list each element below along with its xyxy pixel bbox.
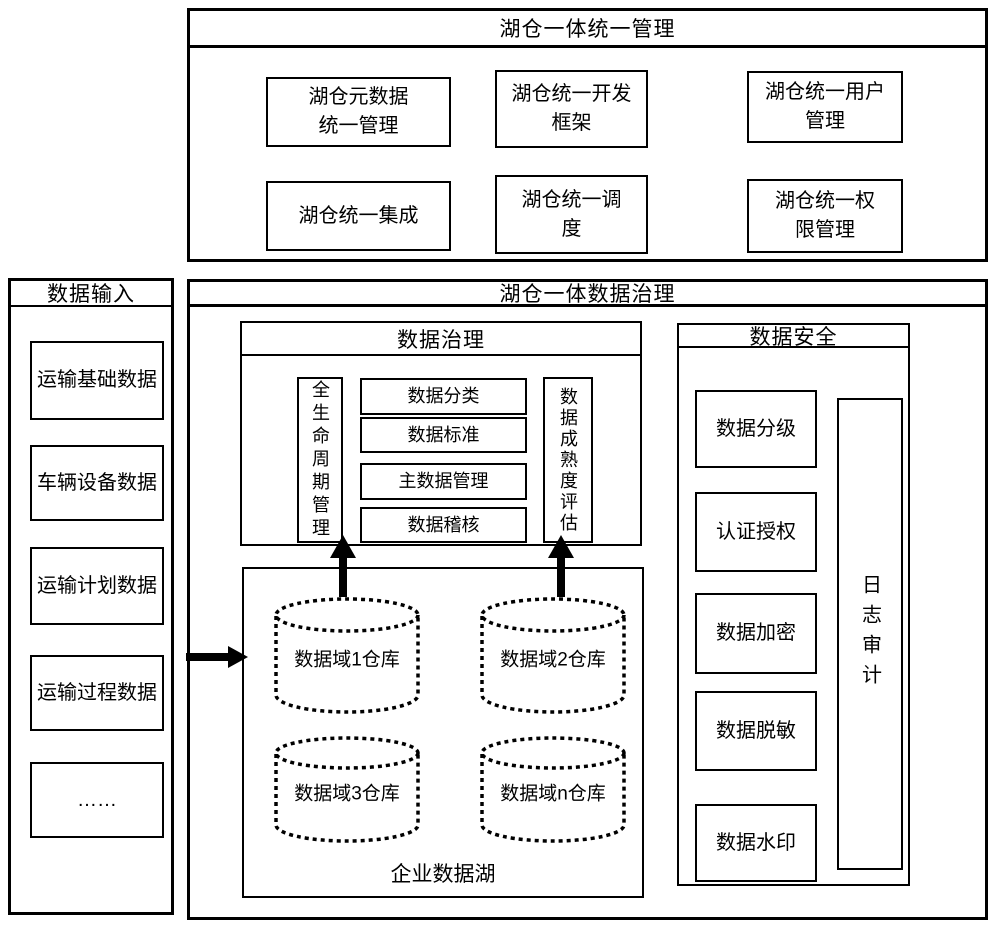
box-transport-plan-data: 运输计划数据 xyxy=(30,547,164,625)
arrow-up-lake-to-governance-left xyxy=(330,535,356,597)
box-data-encryption: 数据加密 xyxy=(695,593,817,674)
arrow-head xyxy=(548,535,574,558)
box-data-audit: 数据稽核 xyxy=(360,507,527,543)
cylinder-warehouse-domain-3: 数据域3仓库 xyxy=(272,734,422,846)
cylinder-warehouse-domain-n: 数据域n仓库 xyxy=(478,734,628,846)
unified-management-panel: 湖仓一体统一管理 湖仓元数据 统一管理 湖仓统一开发 框架 湖仓统一用户 管理 … xyxy=(187,8,988,262)
enterprise-data-lake-box: 数据域1仓库 数据域2仓库 数据域3仓库 xyxy=(242,567,644,898)
box-data-watermark: 数据水印 xyxy=(695,804,817,882)
database-cylinder-icon xyxy=(274,736,420,843)
arrow-shaft xyxy=(557,558,565,597)
data-input-title: 数据输入 xyxy=(11,281,171,307)
box-log-audit: 日志审计 xyxy=(837,398,903,870)
data-governance-title: 数据治理 xyxy=(242,323,640,356)
box-metadata-unified-management: 湖仓元数据 统一管理 xyxy=(266,77,451,147)
unified-management-title: 湖仓一体统一管理 xyxy=(190,11,985,48)
database-cylinder-icon xyxy=(274,597,420,714)
box-unified-scheduling: 湖仓统一调 度 xyxy=(495,175,648,254)
arrow-shaft xyxy=(186,653,228,661)
enterprise-data-lake-title: 企业数据湖 xyxy=(390,863,496,886)
lakehouse-governance-title: 湖仓一体数据治理 xyxy=(190,282,985,307)
arrow-head xyxy=(228,646,248,668)
arrow-right-input-to-lake xyxy=(186,646,248,668)
warehouse-domain-3-label: 数据域3仓库 xyxy=(294,783,400,805)
box-transport-basic-data: 运输基础数据 xyxy=(30,341,164,420)
warehouse-domain-1-label: 数据域1仓库 xyxy=(294,649,400,671)
box-authentication-authorization: 认证授权 xyxy=(695,492,817,572)
lakehouse-governance-panel: 湖仓一体数据治理 数据治理 全生命周期管理 数据分类 数据标准 主数据管理 数据… xyxy=(187,279,988,920)
data-governance-box: 数据治理 全生命周期管理 数据分类 数据标准 主数据管理 数据稽核 数据成熟度评… xyxy=(240,321,642,546)
box-data-masking: 数据脱敏 xyxy=(695,691,817,771)
arrow-up-lake-to-governance-right xyxy=(548,535,574,597)
box-data-grading: 数据分级 xyxy=(695,390,817,468)
warehouse-domain-2-label: 数据域2仓库 xyxy=(500,649,606,671)
box-unified-dev-framework: 湖仓统一开发 框架 xyxy=(495,70,648,148)
box-master-data-management: 主数据管理 xyxy=(360,463,527,500)
data-security-title: 数据安全 xyxy=(679,325,908,349)
database-cylinder-icon xyxy=(480,736,626,843)
cylinder-warehouse-domain-1: 数据域1仓库 xyxy=(272,595,422,717)
box-unified-permission-management: 湖仓统一权 限管理 xyxy=(747,179,903,253)
box-data-standard: 数据标准 xyxy=(360,417,527,453)
cylinder-warehouse-domain-2: 数据域2仓库 xyxy=(478,595,628,717)
data-input-panel: 数据输入 运输基础数据 车辆设备数据 运输计划数据 运输过程数据 …… xyxy=(8,278,174,915)
database-cylinder-icon xyxy=(480,597,626,714)
box-transport-process-data: 运输过程数据 xyxy=(30,655,164,731)
box-data-maturity-evaluation: 数据成熟度评估 xyxy=(543,377,593,543)
box-unified-user-management: 湖仓统一用户 管理 xyxy=(747,71,903,143)
box-more-data-ellipsis: …… xyxy=(30,762,164,838)
box-data-classification: 数据分类 xyxy=(360,378,527,415)
box-full-lifecycle-management: 全生命周期管理 xyxy=(297,377,343,543)
arrow-head xyxy=(330,535,356,558)
box-vehicle-equipment-data: 车辆设备数据 xyxy=(30,445,164,521)
data-security-box: 数据安全 数据分级 认证授权 数据加密 数据脱敏 数据水印 日志审计 xyxy=(677,323,910,886)
warehouse-domain-n-label: 数据域n仓库 xyxy=(500,783,606,805)
box-unified-integration: 湖仓统一集成 xyxy=(266,181,451,251)
arrow-shaft xyxy=(339,558,347,597)
